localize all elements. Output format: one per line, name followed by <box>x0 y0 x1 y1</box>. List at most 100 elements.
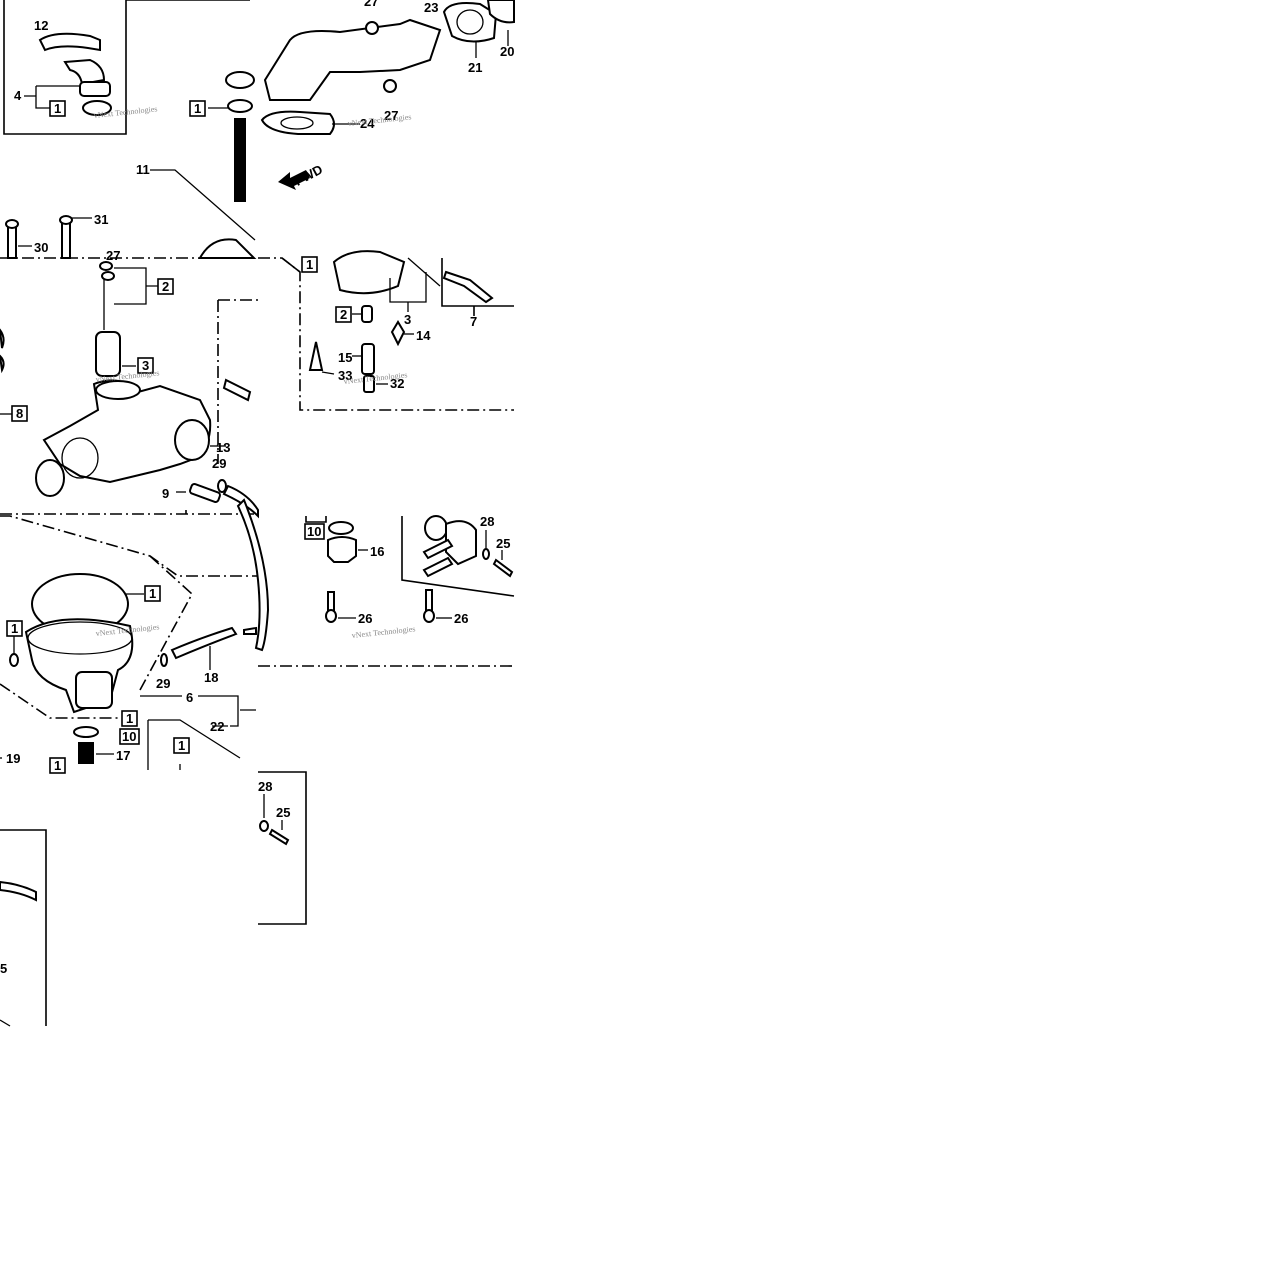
inset-7-box <box>441 258 514 316</box>
part-31-bolt <box>61 221 71 259</box>
callout-8: 8 <box>16 406 23 421</box>
callout-25b: 25 <box>276 805 290 820</box>
callout-32: 32 <box>390 376 404 391</box>
leader-4 <box>24 85 80 109</box>
callout-22: 22 <box>210 719 224 734</box>
part-clip-b <box>101 271 115 281</box>
part-24-gasket <box>260 110 335 135</box>
part-5-tube <box>0 880 37 902</box>
callout-33: 33 <box>338 368 352 383</box>
part-21-insulator <box>442 2 498 43</box>
part-spring <box>234 118 246 202</box>
frame-diag-top <box>0 515 258 577</box>
part-16-plug <box>327 536 357 563</box>
tile-float-chamber <box>0 498 270 770</box>
leader-11 <box>150 169 256 241</box>
part-10a-o-ring <box>73 726 99 738</box>
fwd-label: FWD <box>292 162 325 189</box>
callout-26b: 26 <box>454 611 468 626</box>
leader-33 <box>321 371 335 375</box>
callout-1h: 1 <box>54 758 61 773</box>
part-o-ring-left <box>35 459 65 497</box>
callout-11: 11 <box>136 162 150 177</box>
callout-box-8 <box>11 405 28 422</box>
inset-5-box <box>0 829 47 1026</box>
part-drain-fitting <box>75 671 113 709</box>
callout-box-10a <box>119 728 140 745</box>
leader-3b <box>389 272 427 312</box>
part-13-choke <box>174 419 210 461</box>
part-31-bolt-head <box>59 215 73 225</box>
inset-10-box <box>305 516 327 523</box>
callout-12: 12 <box>34 18 48 33</box>
callout-13: 13 <box>216 440 230 455</box>
callout-14: 14 <box>416 328 431 343</box>
callout-labels: 12 4 1 11 1 27 23 20 21 27 24 31 30 27 2… <box>0 0 514 976</box>
callout-box-1e <box>6 620 23 637</box>
callout-1c: 1 <box>306 257 313 272</box>
part-17-drain-screw <box>78 742 94 764</box>
part-throttle-valve <box>95 331 121 377</box>
part-1-washer-b <box>227 99 253 113</box>
callout-20: 20 <box>500 44 514 59</box>
leader-5-bottom <box>0 1019 11 1027</box>
callout-1e: 1 <box>11 621 18 636</box>
part-long-hose <box>236 498 270 652</box>
float-bowl-rim <box>27 621 133 655</box>
callout-28b: 28 <box>258 779 272 794</box>
part-pin-3 <box>407 257 441 287</box>
callout-17: 17 <box>116 748 130 763</box>
callout-7: 7 <box>470 314 477 329</box>
callout-27a: 27 <box>364 0 378 9</box>
insulator-hole <box>456 9 484 35</box>
callout-15: 15 <box>338 350 352 365</box>
part-29-clip <box>217 479 227 493</box>
callout-30: 30 <box>34 240 48 255</box>
part-28a-washer <box>482 548 490 560</box>
callout-box-2b <box>335 306 352 323</box>
part-intake-manifold <box>263 18 442 101</box>
part-25b-screw <box>268 828 290 846</box>
leader-22 <box>147 719 241 770</box>
part-18-tube <box>170 626 238 660</box>
callout-box-10b <box>304 523 325 540</box>
part-14-float-needle <box>390 320 406 347</box>
part-fuel-cock-nozzle-a <box>422 538 454 560</box>
part-diaphragm-cover <box>332 250 406 295</box>
part-4-elbow <box>63 58 106 86</box>
callout-box-1c <box>301 256 318 273</box>
callout-1g: 1 <box>178 738 185 753</box>
part-32-holder <box>363 375 375 393</box>
callout-25a: 25 <box>496 536 510 551</box>
part-30-bolt-head <box>5 219 19 229</box>
callout-23: 23 <box>424 0 438 15</box>
callout-29b: 29 <box>156 676 170 691</box>
watermark-2: vNext Technologies <box>347 112 412 128</box>
callout-3b: 3 <box>404 312 411 327</box>
callout-21: 21 <box>468 60 482 75</box>
callout-box-3a <box>137 357 154 374</box>
carb-top-opening <box>95 380 141 400</box>
part-15-main-jet <box>361 343 375 375</box>
callout-box-1d <box>144 585 161 602</box>
callout-2b: 2 <box>340 307 347 322</box>
part-9-screw <box>189 483 221 503</box>
part-33-pilot-jet <box>308 341 324 371</box>
callout-10a: 10 <box>122 729 136 744</box>
tile-border-corner <box>281 257 301 273</box>
part-10b-o-ring <box>328 521 354 535</box>
part-25a-screw <box>492 558 514 578</box>
part-cap-top <box>225 71 255 89</box>
part-27-nut-a <box>365 21 379 35</box>
part-30-bolt <box>7 225 17 259</box>
part-12-hose-fitting <box>38 32 101 52</box>
callout-19: 19 <box>6 751 20 766</box>
callout-1d: 1 <box>149 586 156 601</box>
callout-5: 5 <box>0 961 7 976</box>
callout-box-1g <box>173 737 190 754</box>
callout-29a: 29 <box>212 456 226 471</box>
part-2b-jet <box>361 305 373 323</box>
part-28b-washer <box>259 820 269 832</box>
part-26-bolt-a-head <box>325 609 337 623</box>
